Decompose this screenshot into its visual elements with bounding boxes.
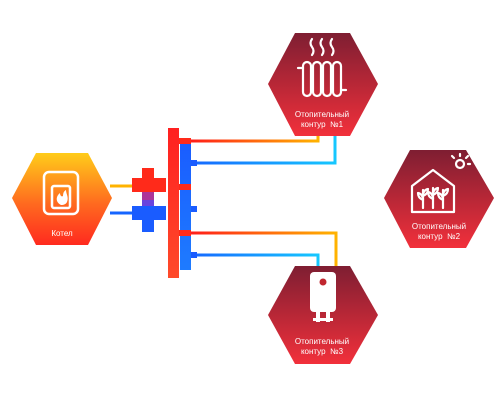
pipe-circuit3-return [188,253,320,268]
circuit-3-hexagon [268,266,378,364]
circuit-2-label-line1: Отопительный [412,222,466,231]
circuit-2-label-line2: контур №2 [418,232,461,241]
circuit-1-label-line1: Отопительный [295,110,349,119]
manifold-outlet [179,138,191,144]
boiler-flame-icon [42,170,80,216]
manifold-outlet [179,184,191,190]
boiler-label: Котел [51,229,73,238]
manifold-outlet [191,252,197,258]
greenhouse-icon [410,152,472,214]
manifold-red-bar [168,128,179,278]
water-heater-icon [310,272,336,322]
circuit-3-node: Отопительный контур №3 [268,266,378,364]
pipes [188,122,392,268]
circuit-3-label-line2: контур №3 [301,347,344,356]
radiator-icon [296,37,348,98]
separator-joint [142,192,154,206]
circuit-2-hexagon [384,150,494,248]
manifold [132,128,197,278]
manifold-outlet [191,160,197,166]
circuit-3-label-line1: Отопительный [295,337,349,346]
manifold-blue-bar [180,140,191,270]
boiler-node: Котел [12,153,112,245]
circuit-2-node: Отопительный контур №2 [384,150,494,248]
circuit-1-label-line2: контур №1 [301,120,344,129]
separator-blue-vertical [142,200,154,232]
manifold-outlet [179,230,191,236]
manifold-outlet [191,206,197,212]
circuit-1-node: Отопительный контур №1 [268,33,378,136]
pipe-circuit3-supply [188,231,338,268]
